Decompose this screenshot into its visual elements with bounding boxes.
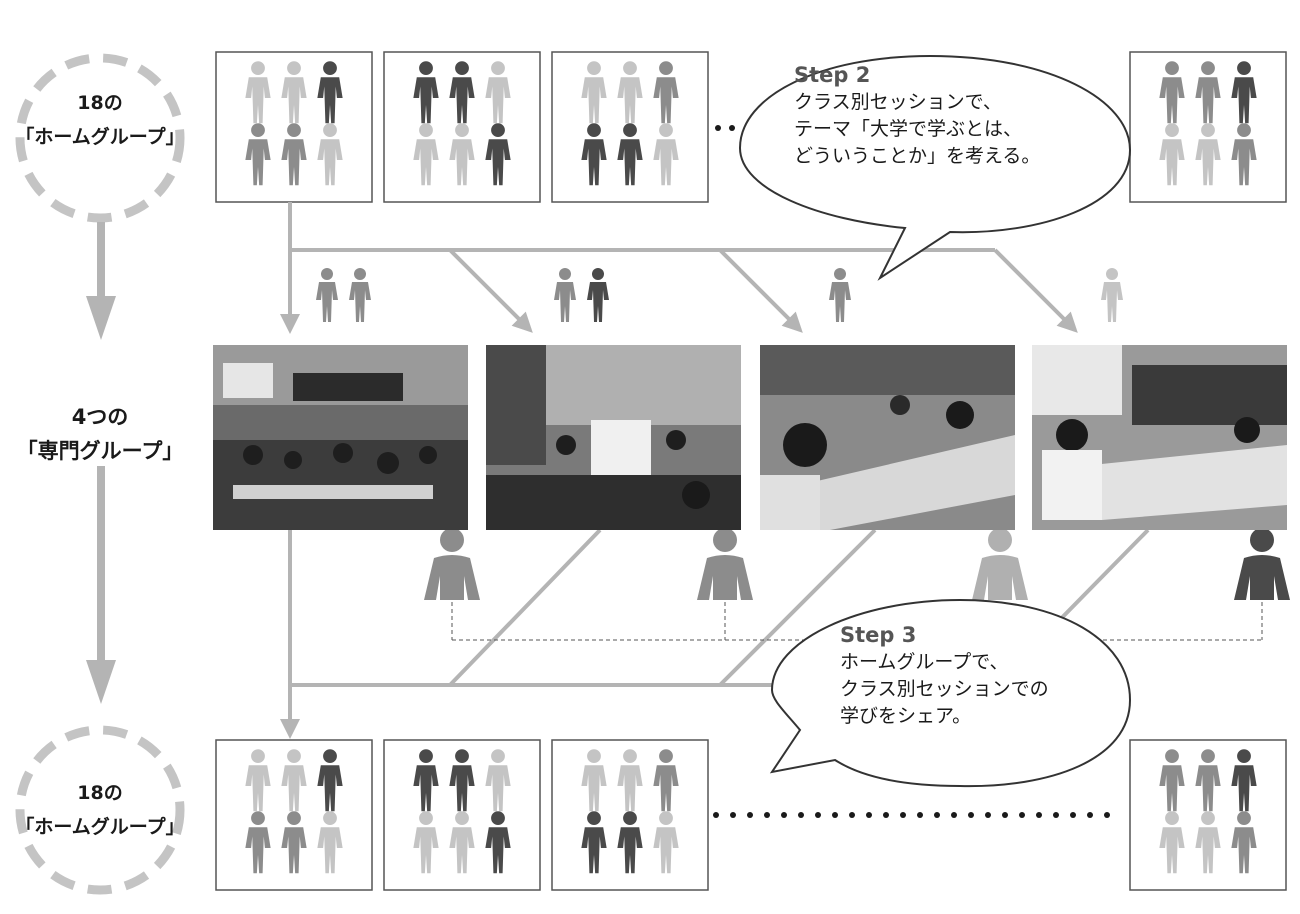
expert-representatives [424, 528, 1290, 600]
home-group-ring-top [15, 53, 185, 223]
step2-line: どういうことか」を考える。 [794, 145, 1041, 167]
flow-arrow-left-1 [86, 222, 116, 340]
home-group-box [383, 739, 541, 891]
ellipsis-dot [1053, 812, 1059, 818]
ellipsis-dot [934, 812, 940, 818]
expert-group-name: 「専門グループ」 [16, 439, 184, 463]
speech-bubble-step3 [769, 598, 1132, 788]
home-group-name: 「ホームグループ」 [15, 816, 185, 838]
ellipsis-dot [866, 812, 872, 818]
home-group-box [1129, 739, 1287, 891]
ellipsis-dot [832, 812, 838, 818]
expert-group-photo-4 [1032, 345, 1287, 530]
home-group-box [551, 51, 709, 203]
ellipsis-dot [951, 812, 957, 818]
person-icon [349, 268, 371, 322]
expert-group-count: 4つの [71, 405, 129, 429]
ellipsis-dot [713, 812, 719, 818]
ellipsis-dot [764, 812, 770, 818]
flow-arrow-left-2 [86, 466, 116, 704]
ellipsis-dot [1019, 812, 1025, 818]
expert-person-icon [972, 528, 1028, 600]
speech-bubble-step2 [738, 54, 1132, 281]
home-group-count: 18の [77, 92, 123, 114]
step3-line: クラス別セッションでの [840, 678, 1049, 700]
ellipsis-dot [815, 812, 821, 818]
ellipsis-dot [747, 812, 753, 818]
expert-dashed-bracket [451, 602, 1263, 641]
step2-text: Step 2 クラス別セッションで、 テーマ「大学で学ぶとは、 どういうことか」… [794, 62, 1040, 170]
distribution-lines [280, 202, 1078, 334]
expert-group-photo-3 [760, 345, 1015, 530]
ellipsis-dot [917, 812, 923, 818]
ellipsis-dot [1002, 812, 1008, 818]
home-group-box [551, 739, 709, 891]
ellipsis-dot [1070, 812, 1076, 818]
expert-person-icon [1234, 528, 1290, 600]
person-icon [316, 268, 338, 322]
expert-person-icon [697, 528, 753, 600]
ellipsis-dot [1087, 812, 1093, 818]
step2-line: テーマ「大学で学ぶとは、 [794, 118, 1023, 140]
step2-label: Step 2 [794, 63, 871, 87]
step2-line: クラス別セッションで、 [794, 91, 1002, 113]
person-icon [1101, 268, 1123, 322]
ellipsis-dots-bottom [713, 812, 1110, 818]
expert-group-label: 4つの 「専門グループ」 [0, 400, 200, 468]
home-group-count: 18の [77, 782, 123, 804]
ellipsis-dot [968, 812, 974, 818]
expert-group-photo-2 [486, 345, 741, 530]
home-group-box [383, 51, 541, 203]
home-group-box [215, 51, 373, 203]
home-group-label-bottom: 18の 「ホームグループ」 [10, 776, 190, 844]
ellipsis-dot [883, 812, 889, 818]
expert-group-photo-1 [213, 345, 468, 530]
ellipsis-dot [781, 812, 787, 818]
home-group-name: 「ホームグループ」 [15, 126, 185, 148]
step3-line: 学びをシェア。 [840, 705, 972, 727]
return-lines [280, 528, 1150, 739]
person-icon [829, 268, 851, 322]
home-group-label-top: 18の 「ホームグループ」 [10, 86, 190, 154]
ellipsis-dot [730, 812, 736, 818]
expert-person-icon [424, 528, 480, 600]
ellipsis-dots-top [715, 125, 735, 131]
step3-line: ホームグループで、 [840, 651, 1009, 673]
ellipsis-dot [1036, 812, 1042, 818]
ellipsis-dot [849, 812, 855, 818]
step3-text: Step 3 ホームグループで、 クラス別セッションでの 学びをシェア。 [840, 622, 1049, 730]
ellipsis-dot [798, 812, 804, 818]
ellipsis-dot [1104, 812, 1110, 818]
home-group-box [215, 739, 373, 891]
step3-label: Step 3 [840, 623, 917, 647]
home-group-ring-bottom [15, 725, 185, 895]
ellipsis-dot [900, 812, 906, 818]
person-icon [587, 268, 609, 322]
home-group-box [1129, 51, 1287, 203]
ellipsis-dot [985, 812, 991, 818]
expert-members [316, 268, 1123, 322]
person-icon [554, 268, 576, 322]
